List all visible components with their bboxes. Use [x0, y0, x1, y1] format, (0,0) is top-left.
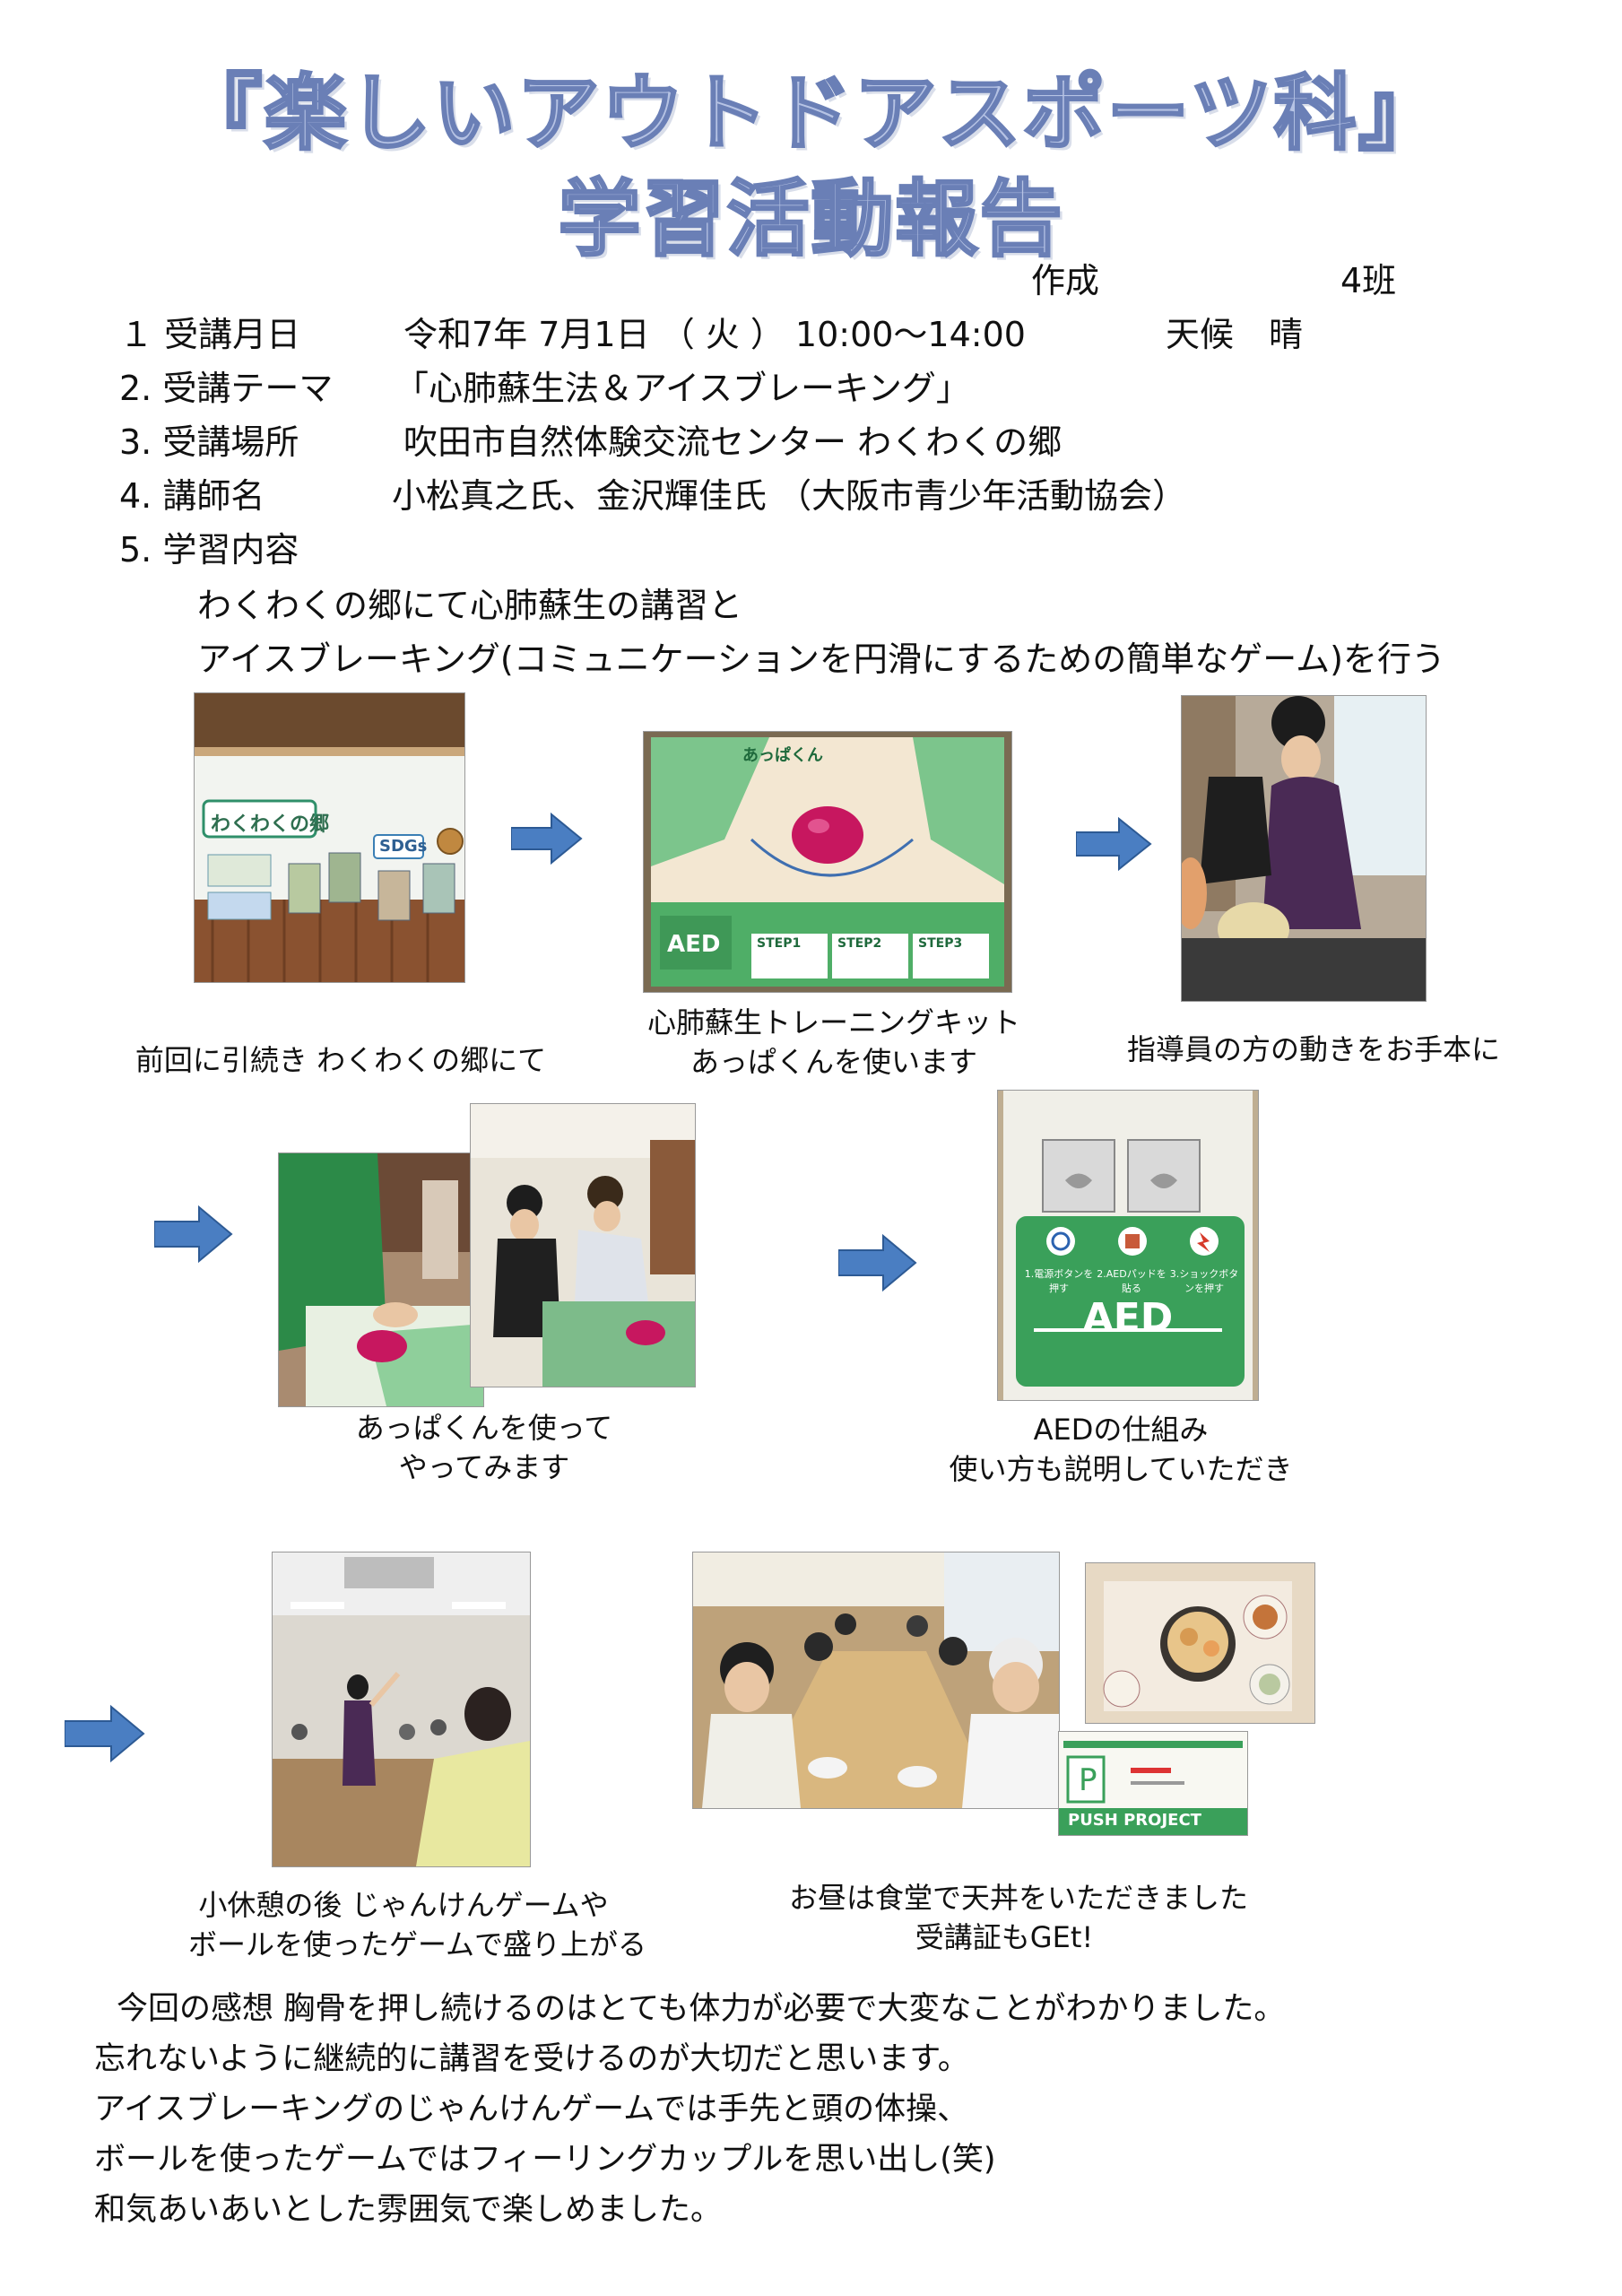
lecturer-value: 小松真之氏、金沢輝佳氏 （大阪市青少年活動協会）: [392, 476, 1187, 516]
content-line2: アイスブレーキング(コミュニケーションを円滑にするための簡単なゲーム)を行う: [197, 639, 1445, 679]
caption-7-line2: 受講証もGEt!: [915, 1920, 1094, 1954]
photo-aed-panel: 1.電源ボタンを押す 2.AEDパッドを貼る 3.ショックボタンを押す AED: [997, 1090, 1259, 1401]
aed-step2-text: 2.AEDパッドを貼る: [1097, 1268, 1167, 1294]
date-value: 令和7年 7月1日 （ 火 ） 10:00～14:00: [403, 315, 1026, 354]
caption-5-line2: 使い方も説明していただき: [949, 1452, 1293, 1486]
arrow-right-icon: [65, 1704, 145, 1763]
impression-line5: 和気あいあいとした雰囲気で楽しめました。: [94, 2192, 723, 2228]
caption-1: 前回に引続き わくわくの郷にて: [134, 1043, 547, 1077]
caption-6-line2: ボールを使ったゲームで盛り上がる: [188, 1927, 647, 1961]
arrow-right-icon: [511, 812, 583, 865]
mat-name-text: あっぱくん: [742, 746, 823, 765]
step3-text: STEP3: [918, 936, 963, 951]
photo-training-mat: あっぱくん AED STEP1 STEP2 STEP3: [643, 731, 1012, 993]
aed-step1-text: 1.電源ボタンを押す: [1024, 1268, 1094, 1294]
impression-line1: 今回の感想 胸骨を押し続けるのはとても体力が必要で大変なことがわかりました。: [117, 1991, 1286, 2027]
caption-5-line1: AEDの仕組み: [1033, 1413, 1209, 1447]
report-title-line1: 『楽しいアウトドアスポーツ科』: [178, 65, 1443, 163]
author-group: 4班: [1340, 261, 1397, 300]
caption-2-line1: 心肺蘇生トレーニングキット: [646, 1005, 1020, 1039]
aed-label-text: AED: [1082, 1295, 1174, 1341]
arrow-right-icon: [838, 1233, 917, 1292]
caption-6-line1: 小休憩の後 じゃんけんゲームや: [198, 1888, 609, 1922]
photo-instructor-demo: [1181, 695, 1427, 1002]
arrow-right-icon: [154, 1205, 233, 1264]
content-label: 5. 学習内容: [119, 530, 299, 570]
lecturer-label: 4. 講師名: [119, 476, 265, 516]
photo-wakuwaku-sign: わくわくの郷 SDGs: [194, 692, 465, 983]
weather-label: 天候: [1166, 315, 1235, 354]
photo-lunch-group: [692, 1552, 1060, 1809]
aed-step3-text: 3.ショックボタンを押す: [1169, 1268, 1239, 1294]
photo-game: [272, 1552, 531, 1867]
theme-label: 2. 受講テーマ: [119, 369, 334, 408]
push-project-text: PUSH PROJECT: [1068, 1811, 1201, 1830]
step2-text: STEP2: [837, 936, 882, 951]
author-label: 作成: [1031, 261, 1100, 300]
photo-practice-2: [470, 1103, 696, 1387]
date-label: １ 受講月日: [119, 315, 301, 354]
caption-7-line1: お昼は食堂で天丼をいただきました: [789, 1881, 1249, 1915]
caption-2-line2: あっぱくんを使います: [690, 1045, 977, 1079]
theme-value: 「心肺蘇生法＆アイスブレーキング」: [395, 369, 970, 408]
caption-4-line1: あっぱくんを使って: [355, 1411, 613, 1445]
caption-3: 指導員の方の動きをお手本に: [1126, 1032, 1500, 1066]
arrow-right-icon: [1076, 816, 1152, 872]
caption-4-line2: やってみます: [398, 1450, 570, 1484]
impression-line3: アイスブレーキングのじゃんけんゲームでは手先と頭の体操、: [94, 2092, 969, 2127]
photo-tendon-meal: [1085, 1562, 1315, 1724]
impression-line2: 忘れないように継続的に講習を受けるのが大切だと思います。: [94, 2041, 969, 2077]
step1-text: STEP1: [757, 936, 802, 951]
content-line1: わくわくの郷にて心肺蘇生の講習と: [197, 586, 743, 625]
sign-wakuwaku-text: わくわくの郷: [211, 813, 330, 836]
photo-certificate: P PUSH PROJECT: [1058, 1731, 1248, 1836]
weather-value: 晴: [1269, 315, 1304, 354]
photo-practice-1: [278, 1152, 484, 1407]
impression-line4: ボールを使ったゲームではフィーリングカップルを思い出し(笑): [94, 2142, 996, 2178]
sign-sdgs-text: SDGs: [379, 837, 428, 856]
place-value: 吹田市自然体験交流センター わくわくの郷: [403, 422, 1063, 462]
mat-aed-text: AED: [667, 931, 721, 958]
report-title-line2: 学習活動報告: [557, 170, 1064, 269]
svg-text:P: P: [1079, 1762, 1097, 1798]
place-label: 3. 受講場所: [119, 422, 299, 462]
